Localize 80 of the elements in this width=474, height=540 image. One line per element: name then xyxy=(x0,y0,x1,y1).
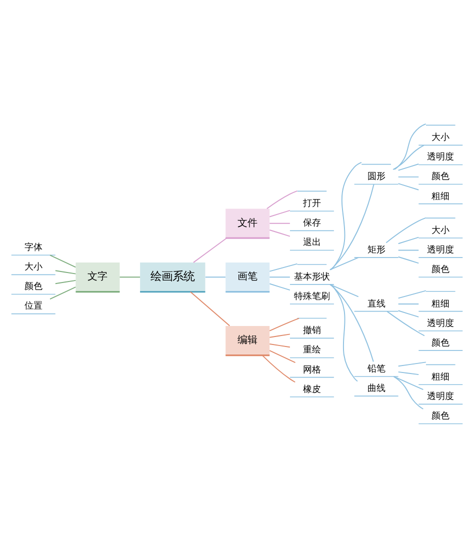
node-text: 颜色 xyxy=(432,338,450,348)
node-text: 透明度 xyxy=(427,152,454,163)
node-text: 透明度 xyxy=(427,246,454,256)
connector xyxy=(269,276,290,278)
connector xyxy=(330,184,374,270)
node-text: 网格 xyxy=(302,365,321,376)
connector xyxy=(204,276,226,278)
connector xyxy=(394,123,426,170)
connector xyxy=(54,270,76,274)
connector xyxy=(269,283,290,291)
connector xyxy=(393,376,424,390)
connector xyxy=(190,291,230,326)
connector xyxy=(330,162,362,270)
node-text: 透明度 xyxy=(427,318,454,329)
node-text: 粗细 xyxy=(432,192,450,202)
node-text: 基本形状 xyxy=(294,272,330,282)
connector xyxy=(398,256,420,264)
node-text: 打开 xyxy=(302,199,321,210)
connector xyxy=(398,371,420,376)
node-text: 粗细 xyxy=(432,372,450,383)
node-line xyxy=(426,124,456,126)
connector xyxy=(50,286,76,300)
connector xyxy=(54,280,76,284)
node-text: 圆形 xyxy=(367,172,386,182)
connector xyxy=(330,284,358,382)
connector xyxy=(269,318,300,332)
connector xyxy=(50,254,76,268)
connector xyxy=(266,190,298,210)
node-text: 矩形 xyxy=(367,246,386,256)
connector xyxy=(330,284,374,362)
connector xyxy=(269,210,290,218)
connector xyxy=(398,310,420,318)
connector xyxy=(398,236,420,244)
connector xyxy=(269,350,296,364)
connector xyxy=(398,250,420,251)
connector xyxy=(392,144,424,170)
connector xyxy=(398,164,420,171)
node-line xyxy=(296,190,327,192)
node-text: 特殊笔刷 xyxy=(294,292,330,302)
node-text: 曲线 xyxy=(367,384,386,394)
node-text: 位置 xyxy=(24,302,42,312)
node-text: 重绘 xyxy=(302,346,321,356)
connector xyxy=(269,263,298,272)
connector xyxy=(386,217,426,244)
connector xyxy=(193,238,228,263)
node-text: 字体 xyxy=(24,243,42,254)
connector xyxy=(393,376,424,410)
connector xyxy=(386,310,425,336)
node-text: 铅笔 xyxy=(367,364,386,374)
connector xyxy=(262,355,296,383)
connector xyxy=(329,284,359,298)
node-text: 大小 xyxy=(432,133,450,144)
node-text: 颜色 xyxy=(432,265,450,276)
node-text: 颜色 xyxy=(432,172,450,182)
connector xyxy=(269,343,290,348)
connector xyxy=(398,176,420,178)
node-text: 颜色 xyxy=(432,412,450,422)
node-text: 颜色 xyxy=(24,282,42,292)
node-text: 退出 xyxy=(302,238,321,248)
node-text: 直线 xyxy=(367,299,386,310)
connector xyxy=(269,222,290,224)
node-text: 粗细 xyxy=(432,299,450,310)
node-text: 保存 xyxy=(302,218,321,229)
connector xyxy=(119,276,141,278)
node-line xyxy=(426,290,456,292)
node-line xyxy=(296,264,327,265)
connector xyxy=(398,290,426,299)
node-line xyxy=(296,318,327,319)
connector xyxy=(398,362,426,367)
node-line xyxy=(426,364,456,366)
node-text: 透明度 xyxy=(427,392,454,402)
connector xyxy=(269,334,290,338)
connector xyxy=(329,257,359,270)
node-line xyxy=(361,164,392,165)
connector xyxy=(398,183,420,190)
node-text: 大小 xyxy=(24,262,42,273)
node-text: 大小 xyxy=(432,226,450,236)
node-text: 橡皮 xyxy=(302,384,321,395)
connector xyxy=(269,230,290,237)
node-text: 撤销 xyxy=(302,326,321,336)
